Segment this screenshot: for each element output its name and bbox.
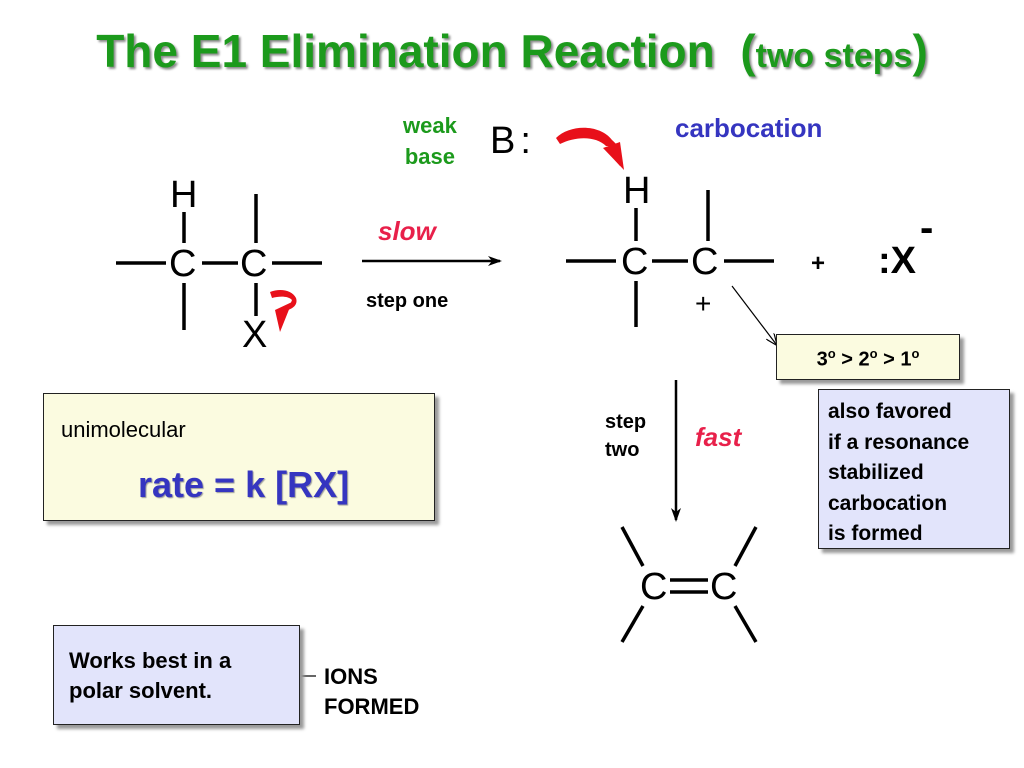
weak-base-line2: base [404,144,455,169]
stability-text: 3o > 2o > 1o [816,346,920,371]
reactant-bonds [116,194,322,330]
weak-base-label: weak base [403,110,457,172]
carbocation-c1: C [621,241,649,283]
title-main: The E1 Elimination Reaction [96,25,715,77]
leaving-curved-arrow [270,290,297,332]
alkene-bond-lower-left [620,605,645,643]
solvent-box: Works best in a polar solvent. [53,625,300,725]
reactant-c1: C [169,243,197,285]
plus-sign: + [811,250,826,277]
slow-label: slow [378,216,436,246]
base-curved-arrow [556,127,624,170]
carbocation-label: carbocation [675,113,823,143]
alkene-c2: C [710,566,738,608]
title-sub: two steps [755,37,913,75]
reactant-h: H [170,174,198,216]
carbocation-bonds [566,190,774,327]
alkene-bonds [620,526,758,643]
base-symbol: B: [490,120,536,162]
step-one-label: step one [366,290,449,312]
stability-pointer [731,285,776,344]
alkene-bond-lower-right [733,605,758,643]
carbocation-h: H [623,170,651,212]
leaving-group-charge: - [920,206,934,250]
resonance-note-text: also favored if a resonance stabilized c… [828,400,970,545]
carbocation-charge: + [695,288,712,319]
ions-formed-note: IONS FORMED [324,664,420,719]
alkene-bond-upper-left [620,526,645,567]
page-title: The E1 Elimination Reaction (two steps) [0,24,1024,78]
alkene-bond-upper-right [733,526,758,567]
resonance-note-box: also favored if a resonance stabilized c… [818,389,1010,549]
reactant-x: X [242,314,268,356]
title-close-paren: ) [912,25,928,77]
alkene-c1: C [640,566,668,608]
rate-law-box: unimolecular rate = k [RX] [43,393,435,521]
leaving-group-symbol: :X [878,240,916,282]
reactant-c2: C [240,243,268,285]
weak-base-line1: weak [403,113,457,138]
step-two-label: step two [605,411,647,461]
title-open-paren: ( [740,25,756,77]
carbocation-c2: C [691,241,719,283]
unimolecular-label: unimolecular [61,417,186,442]
solvent-text: Works best in a polar solvent. [69,648,232,703]
rate-equation: rate = k [RX] [138,464,350,505]
stability-box: 3o > 2o > 1o [776,334,960,380]
fast-label: fast [695,422,742,452]
